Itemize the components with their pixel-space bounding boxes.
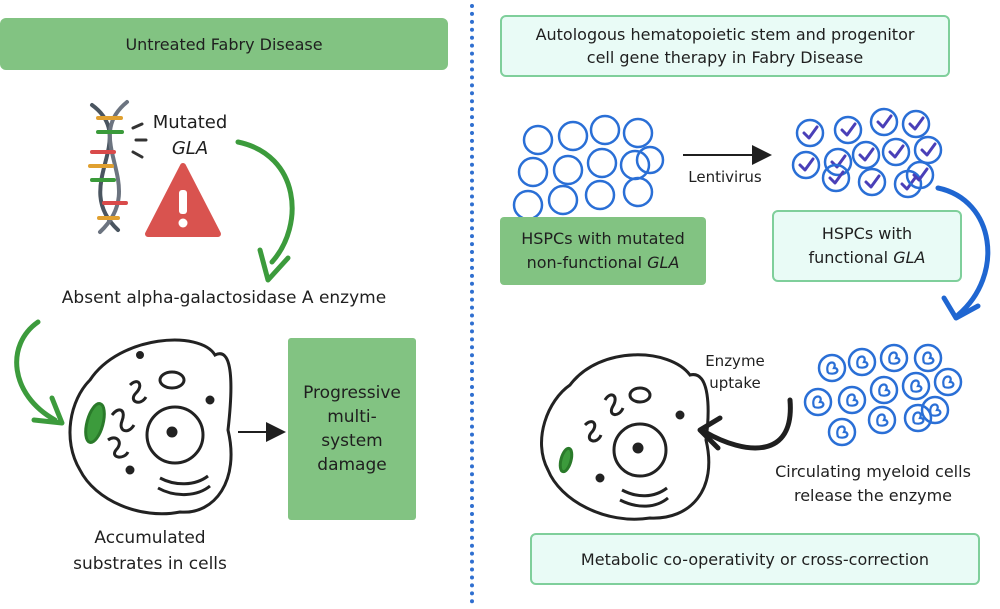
stem-cell-icon <box>795 118 825 148</box>
hspc-cluster-functional <box>791 107 943 199</box>
checkmark-icon <box>888 144 905 159</box>
enzyme-uptake-label: Enzyme uptake <box>705 352 765 392</box>
myeloid-nucleus <box>846 393 859 407</box>
checkmark-icon <box>840 122 857 137</box>
myeloid-nucleus <box>856 355 869 369</box>
myeloid-cluster <box>803 343 963 447</box>
circulating-label: Circulating myeloid cells release the en… <box>775 462 971 505</box>
myeloid-cell-icon <box>837 385 867 415</box>
hspc-functional-box: HSPCs with functional GLA <box>772 210 962 282</box>
section-divider <box>470 4 474 604</box>
myeloid-cell-icon <box>901 371 931 401</box>
stem-cell-icon <box>869 107 899 137</box>
stem-cell-icon <box>881 137 911 167</box>
myeloid-cell-icon <box>879 343 909 373</box>
hspc-mutated-box: HSPCs with mutated non-functional GLA <box>500 217 706 285</box>
stem-cell-icon <box>857 167 887 197</box>
myeloid-nucleus <box>888 351 901 365</box>
lentivirus-label: Lentivirus <box>688 168 762 186</box>
myeloid-nucleus <box>826 361 839 375</box>
stem-cell-icon <box>791 150 821 180</box>
uptake-arrow <box>697 397 793 451</box>
right-header: Autologous hematopoietic stem and progen… <box>500 15 950 77</box>
blue-arrow <box>935 185 991 321</box>
green-arrow-2 <box>14 319 65 426</box>
accumulated-label: Accumulated substrates in cells <box>73 528 227 574</box>
absent-enzyme-label: Absent alpha-galactosidase A enzyme <box>61 288 387 308</box>
footer-box: Metabolic co-operativity or cross-correc… <box>530 533 980 585</box>
stem-cell-icon <box>833 115 863 145</box>
checkmark-icon <box>802 125 819 140</box>
myeloid-nucleus <box>922 351 935 365</box>
green-arrow-1 <box>235 139 295 283</box>
myeloid-nucleus <box>836 425 849 439</box>
mutated-gla-label: Mutated GLA <box>152 112 228 159</box>
checkmark-icon <box>912 167 929 182</box>
myeloid-cell-icon <box>817 353 847 383</box>
checkmark-icon <box>798 157 815 172</box>
myeloid-cell-icon <box>847 347 877 377</box>
left-header: Untreated Fabry Disease <box>0 18 448 70</box>
myeloid-nucleus <box>942 375 955 389</box>
stem-cell-icon <box>823 147 853 177</box>
myeloid-cell-icon <box>803 387 833 417</box>
stem-cell-icon <box>905 160 935 190</box>
cell-icon-left <box>68 338 233 516</box>
checkmark-icon <box>864 174 881 189</box>
myeloid-nucleus <box>878 383 891 397</box>
checkmark-icon <box>830 154 847 169</box>
stem-cell-icon <box>913 135 943 165</box>
stem-cell-icon <box>901 109 931 139</box>
warning-icon <box>145 163 221 237</box>
myeloid-cell-icon <box>913 343 943 373</box>
myeloid-nucleus <box>912 411 925 425</box>
myeloid-nucleus <box>910 379 923 393</box>
myeloid-cell-icon <box>903 403 933 433</box>
checkmark-icon <box>876 114 893 129</box>
myeloid-nucleus <box>876 413 889 427</box>
checkmark-icon <box>900 176 917 191</box>
myeloid-cell-icon <box>827 417 857 447</box>
left-header-text: Untreated Fabry Disease <box>125 34 323 54</box>
checkmark-icon <box>908 116 925 131</box>
damage-box: Progressive multi- system damage <box>288 338 416 520</box>
myeloid-cell-icon <box>869 375 899 405</box>
hspc-cluster-mutated <box>512 114 665 221</box>
stem-cell-icon <box>851 140 881 170</box>
checkmark-icon <box>858 147 875 162</box>
myeloid-cell-icon <box>933 367 963 397</box>
myeloid-cell-icon <box>920 395 950 425</box>
checkmark-icon <box>828 170 845 185</box>
myeloid-cell-icon <box>867 405 897 435</box>
cell-icon-right <box>540 353 711 521</box>
dna-icon <box>88 100 148 234</box>
myeloid-nucleus <box>929 403 942 417</box>
myeloid-nucleus <box>812 395 825 409</box>
stem-cell-icon <box>821 163 851 193</box>
checkmark-icon <box>920 142 937 157</box>
